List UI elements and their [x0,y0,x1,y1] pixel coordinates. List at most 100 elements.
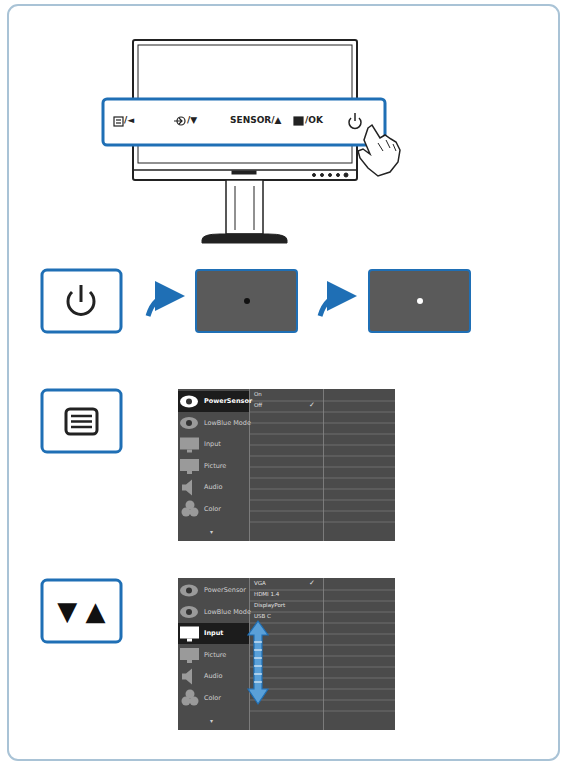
menu-stroke [250,412,395,413]
hand-creases [378,140,396,151]
button-strip [103,99,385,145]
menu-stroke [250,678,395,679]
menu-item-icon [182,480,192,496]
submenu-option: On [254,392,262,398]
outer-frame [8,5,559,760]
menu-item-icon [182,690,199,706]
menu-stroke [254,658,262,659]
menu-stroke [250,500,395,501]
submenu-option: Off [254,403,262,409]
menu-item: PowerSensor [204,587,246,594]
menu-stroke [254,682,262,683]
menu-stroke [254,650,262,651]
menu-item: Audio [204,484,222,491]
menu-stroke [250,401,395,402]
menu-stroke [250,590,395,591]
menu-item-icon [180,417,198,429]
menu-stroke [187,639,192,642]
menu-item: Input [204,441,221,448]
menu-stroke [182,480,192,496]
menu-item: Audio [204,673,222,680]
pointing-hand [358,125,400,176]
menu-stroke [248,621,268,704]
menu-stroke [250,489,395,490]
arrow-button-box [42,580,121,642]
check-mark: ✓ [309,580,315,587]
menu-item-icon [180,627,199,642]
menu-stroke [254,674,262,675]
step-arrow [148,296,170,316]
menu-stroke [186,420,192,426]
menu-stroke [180,627,199,639]
submenu-option: HDMI 1.4 [254,592,279,598]
button-icons [114,113,361,128]
menu-stroke [180,606,198,618]
button-label: SENSOR/▲ [230,116,281,125]
more-indicator: ▾ [210,718,213,724]
menu-stroke [186,690,195,699]
menu-stroke [180,417,198,429]
menu-stroke [250,645,395,646]
menu-stroke [180,396,198,408]
menu-stroke [250,423,395,424]
menu-item: Input [204,630,223,637]
menu-stroke [250,434,395,435]
screen-on [369,270,470,332]
menu-item-icon [180,585,198,597]
menu-item: LowBlue Mode [204,609,251,616]
menu-item-icon [182,501,199,517]
selected-item [178,623,249,644]
menu-stroke [250,656,395,657]
button-label: /◄ [124,116,134,125]
menu-item-icon [180,396,198,408]
menu-stroke [186,399,192,405]
power-button-box [42,270,121,332]
menu-stroke [186,501,195,510]
button-label: /▼ [187,116,197,125]
osd-panel [178,578,395,730]
menu-stroke [180,438,199,450]
menu-stroke [250,478,395,479]
menu-item: Picture [204,652,226,659]
check-mark: ✓ [309,402,315,409]
menu-stroke [180,459,199,471]
menu-item-icon [180,459,199,474]
menu-stroke [250,601,395,602]
menu-stroke [250,467,395,468]
menu-stroke [250,700,395,701]
menu-stroke [182,669,192,685]
menu-stroke [250,522,395,523]
menu-symbol [66,409,97,434]
menu-stroke [250,689,395,690]
menu-stroke [249,389,250,541]
menu-item: Color [204,506,221,513]
menu-item-icon [180,606,198,618]
menu-stroke [250,456,395,457]
menu-button-box [42,390,121,452]
screen-off [196,270,297,332]
menu-stroke [250,634,395,635]
menu-stroke [254,642,262,643]
menu-item: PowerSensor [204,398,252,405]
menu-stroke [180,648,199,660]
menu-stroke [250,623,395,624]
submenu-option: DisplayPort [254,603,285,609]
button-label: /OK [305,116,323,125]
menu-item-icon [180,648,199,663]
menu-item-icon [182,669,192,685]
osd-panel [178,389,395,541]
menu-stroke [254,666,262,667]
step-arrow [320,296,342,316]
menu-item: Picture [204,463,226,470]
more-indicator: ▾ [210,529,213,535]
menu-stroke [187,471,192,474]
menu-stroke [180,585,198,597]
button-box: ▼ ▲ [42,580,121,642]
menu-stroke [250,711,395,712]
menu-stroke [250,445,395,446]
button-symbol: ▼ ▲ [57,598,105,624]
menu-stroke [250,667,395,668]
menu-stroke [187,660,192,663]
